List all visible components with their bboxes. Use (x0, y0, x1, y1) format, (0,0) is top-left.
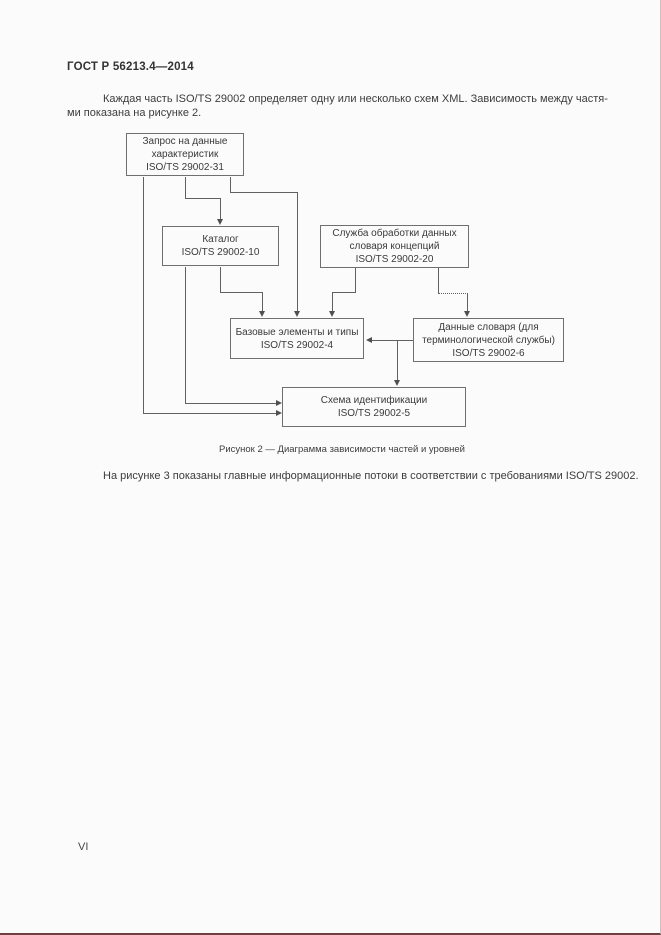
box-dictionary-data-line1: Данные словаря (для (438, 321, 539, 333)
box-dictionary-data-line3: ISO/TS 29002-6 (452, 347, 525, 359)
connector-dictionary-basic-h (372, 340, 413, 341)
paragraph-1-line-2: ми показана на рисунке 2. (67, 107, 202, 119)
box-catalog: Каталог ISO/TS 29002-10 (162, 226, 279, 266)
arrowhead-into-catalog-top (217, 219, 223, 225)
box-basic-elements-line2: ISO/TS 29002-4 (260, 339, 334, 351)
paragraph-2: На рисунке 3 показаны главные информацио… (103, 470, 639, 482)
box-service: Служба обработки данных словаря концепци… (320, 225, 469, 268)
box-service-line1: Служба обработки данных (332, 228, 457, 239)
connector-request-schema-v (143, 177, 144, 414)
page-number: VI (78, 841, 89, 853)
connector-request-catalog-v2 (220, 198, 221, 220)
box-request-line2: характеристик (151, 149, 219, 160)
box-basic-elements: Базовые элементы и типы ISO/TS 29002-4 (230, 318, 364, 359)
document-header: ГОСТ Р 56213.4—2014 (67, 61, 194, 73)
connector-request-basic-v1 (230, 177, 231, 193)
box-dictionary-data: Данные словаря (для терминологической сл… (413, 318, 564, 362)
connector-service-dictionary-v2 (467, 293, 468, 312)
connector-catalog-basic-h (220, 292, 263, 293)
arrowhead-into-basic-right (366, 337, 372, 343)
connector-catalog-schema-h (185, 403, 276, 404)
paragraph-1-line-1: Каждая часть ISO/TS 29002 определяет одн… (103, 93, 608, 105)
box-identification-schema: Схема идентификации ISO/TS 29002-5 (282, 387, 466, 427)
connector-request-basic-v2 (297, 192, 298, 312)
connector-service-dictionary-h (438, 293, 468, 294)
arrowhead-into-schema-top (394, 380, 400, 386)
box-request: Запрос на данные характеристик ISO/TS 29… (126, 133, 244, 176)
connector-service-basic-h (332, 292, 356, 293)
arrowhead-into-schema-left-1 (276, 400, 282, 406)
connector-catalog-schema-v (185, 267, 186, 404)
connector-request-basic-h (230, 192, 298, 193)
box-identification-schema-line1: Схема идентификации (320, 395, 428, 406)
box-service-line2: словаря концепций (349, 241, 440, 252)
connector-request-catalog-h (185, 198, 221, 199)
connector-service-basic-v1 (355, 268, 356, 293)
dependency-diagram: Запрос на данные характеристик ISO/TS 29… (0, 0, 660, 440)
box-basic-elements-line1: Базовые элементы и типы (235, 326, 359, 338)
connector-dictionary-schema-v (397, 340, 398, 381)
connector-service-basic-v2 (332, 292, 333, 312)
arrowhead-into-basic-top-mid (294, 311, 300, 317)
arrowhead-into-schema-left-2 (276, 410, 282, 416)
box-dictionary-data-line2: терминологической службы) (422, 334, 555, 346)
box-request-line3: ISO/TS 29002-31 (146, 162, 224, 173)
box-catalog-line2: ISO/TS 29002-10 (181, 247, 260, 258)
box-service-line3: ISO/TS 29002-20 (355, 254, 434, 265)
figure-caption: Рисунок 2 — Диаграмма зависимости частей… (219, 444, 465, 455)
box-catalog-line1: Каталог (202, 234, 239, 245)
connector-catalog-basic-v2 (262, 292, 263, 312)
arrowhead-into-basic-top-left (259, 311, 265, 317)
box-request-line1: Запрос на данные (142, 136, 228, 147)
connector-request-schema-h (143, 413, 276, 414)
connector-request-catalog-v1 (185, 177, 186, 199)
connector-service-dictionary-v1 (438, 268, 439, 294)
connector-catalog-basic-v1 (220, 267, 221, 293)
box-identification-schema-line2: ISO/TS 29002-5 (337, 408, 411, 419)
arrowhead-into-basic-top-right (329, 311, 335, 317)
arrowhead-into-dictionary-top (464, 311, 470, 317)
